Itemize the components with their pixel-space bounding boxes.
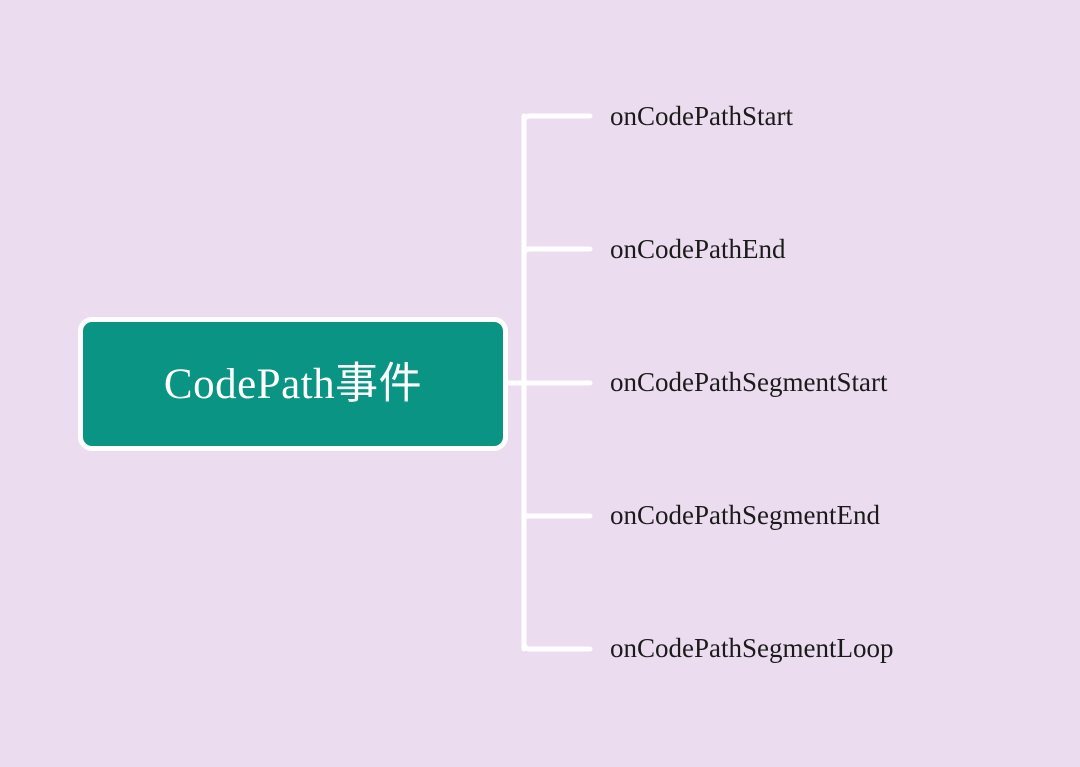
branch-label-on-code-path-end[interactable]: onCodePathEnd [610, 234, 786, 264]
connector-branch-4 [521, 634, 593, 652]
branch-label-on-code-path-segment-start[interactable]: onCodePathSegmentStart [610, 367, 888, 397]
connector-branch-1 [521, 246, 593, 259]
root-node-label: CodePath事件 [163, 360, 423, 408]
branch-label-on-code-path-segment-end[interactable]: onCodePathSegmentEnd [610, 500, 880, 530]
branch-label-on-code-path-start[interactable]: onCodePathStart [610, 101, 793, 131]
connector-branch-0 [521, 113, 593, 131]
root-node[interactable]: CodePath事件 [78, 317, 508, 451]
branch-label-on-code-path-segment-loop[interactable]: onCodePathSegmentLoop [610, 633, 894, 663]
connector-branch-3 [521, 507, 593, 519]
